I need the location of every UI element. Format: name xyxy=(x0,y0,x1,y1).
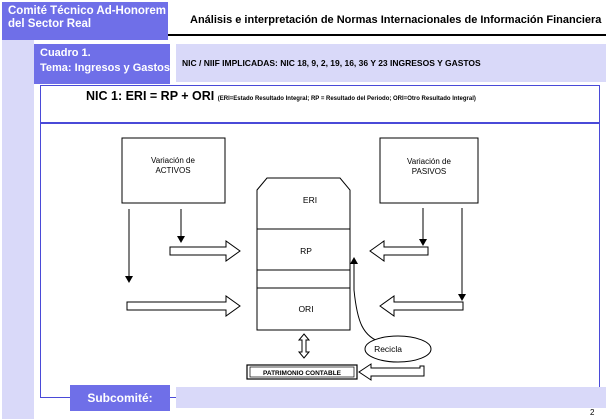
pasivos-line-1: Variación de xyxy=(407,157,451,166)
patrimonio-label: PATRIMONIO CONTABLE xyxy=(263,370,342,377)
organization-label: Comité Técnico Ad-Honorem del Sector Rea… xyxy=(2,2,168,40)
cuadro-tema: Tema: Ingresos y Gastos xyxy=(40,62,171,74)
left-side-bar xyxy=(2,40,34,419)
patrimonio-box xyxy=(246,364,358,380)
page-marker: 2 xyxy=(590,408,595,417)
equation-divider xyxy=(41,122,599,124)
activos-box xyxy=(121,137,226,204)
nic-band xyxy=(176,44,606,82)
pasivos-box xyxy=(379,137,479,204)
pasivos-to-ori-arrow xyxy=(379,295,464,317)
activos-to-rp-arrow xyxy=(169,240,241,262)
activos-to-ori-arrow xyxy=(126,295,241,317)
title-underline xyxy=(168,34,606,36)
result-column xyxy=(256,177,351,331)
ori-label: ORI xyxy=(298,304,313,314)
recicla-arrow xyxy=(350,257,385,344)
column-patrimonio-double-arrow xyxy=(297,333,311,359)
eri-label: ERI xyxy=(303,195,317,205)
recicla-ellipse xyxy=(364,335,432,363)
subcomite-label: Subcomité: xyxy=(70,385,170,411)
activos-line-2: ACTIVOS xyxy=(155,166,190,175)
to-patrimonio-arrow xyxy=(358,363,425,381)
cuadro-label: Cuadro 1. Tema: Ingresos y Gastos xyxy=(34,44,170,84)
activos-line-1: Variación de xyxy=(151,156,195,165)
equation-note: (ERI=Estado Resultado Integral; RP = Res… xyxy=(217,96,476,102)
recicla-label: Recicla xyxy=(374,344,402,354)
nic-implicadas: NIC / NIIF IMPLICADAS: NIC 18, 9, 2, 19,… xyxy=(182,58,481,68)
rp-label: RP xyxy=(300,246,312,256)
equation-main: NIC 1: ERI = RP + ORI xyxy=(86,89,215,103)
pasivos-to-rp-arrow xyxy=(369,240,429,262)
equation: NIC 1: ERI = RP + ORI (ERI=Estado Result… xyxy=(86,89,476,103)
org-line-1: Comité Técnico Ad-Honorem xyxy=(8,5,167,17)
pasivos-line-2: PASIVOS xyxy=(412,167,447,176)
org-line-2: del Sector Real xyxy=(8,18,92,30)
subcomite-band xyxy=(176,387,606,408)
page-title: Análisis e interpretación de Normas Inte… xyxy=(190,14,602,26)
cuadro-number: Cuadro 1. xyxy=(40,47,91,59)
